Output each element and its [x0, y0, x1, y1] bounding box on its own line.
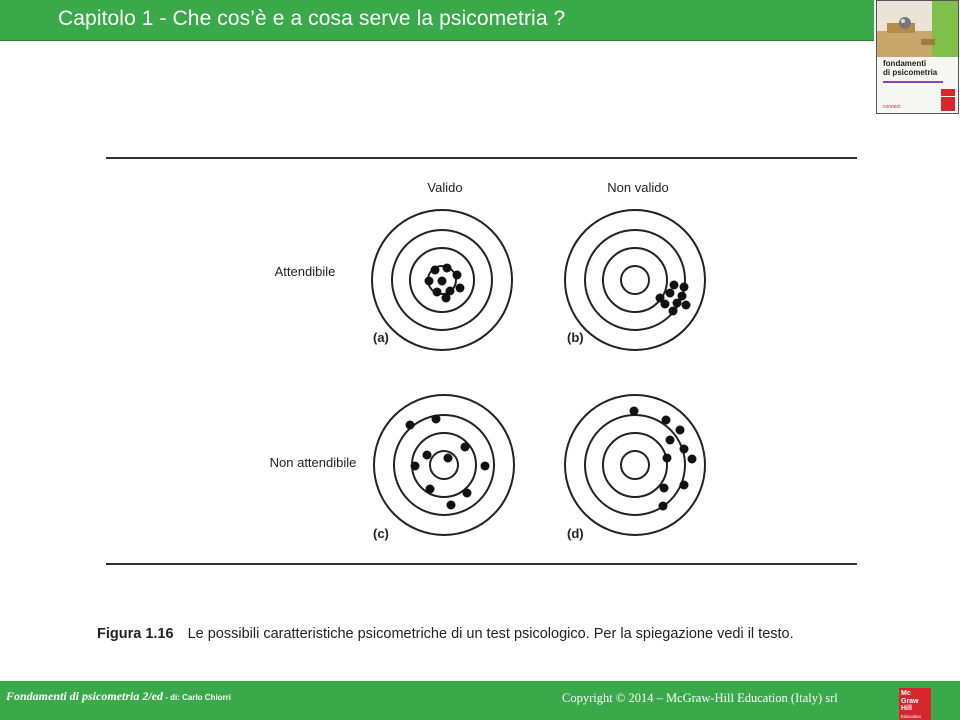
panel-label-b: (b) — [567, 330, 584, 345]
dot — [665, 435, 675, 445]
dot — [480, 461, 490, 471]
cover-publisher-logo — [941, 97, 955, 111]
row-label-attendibile: Attendibile — [275, 264, 336, 279]
center-a — [427, 265, 457, 295]
footer-book-title: Fondamenti di psicometria 2/ed - di: Car… — [6, 689, 231, 704]
book-cover-image: fondamenti di psicometria connect — [876, 0, 959, 114]
dot — [677, 291, 687, 301]
slide-header: Capitolo 1 - Che cos’è e a cosa serve la… — [0, 0, 874, 41]
target-a — [371, 209, 513, 351]
dot — [655, 293, 665, 303]
panel-label-d: (d) — [567, 526, 584, 541]
dots-a — [424, 263, 465, 303]
dot — [430, 265, 440, 275]
dot — [410, 461, 420, 471]
dot — [660, 299, 670, 309]
dots-d — [629, 406, 697, 511]
dot — [679, 444, 689, 454]
publisher-logo: Mc Graw Hill Education — [899, 688, 931, 720]
dot — [662, 453, 672, 463]
dots-b — [655, 280, 691, 316]
dot — [431, 414, 441, 424]
slide-footer: Fondamenti di psicometria 2/ed - di: Car… — [0, 681, 960, 720]
panel-label-a: (a) — [373, 330, 389, 345]
center-b — [620, 265, 650, 295]
dot — [659, 483, 669, 493]
dot — [668, 306, 678, 316]
cover-art-illustration — [877, 1, 958, 57]
target-c — [373, 394, 515, 536]
dot — [460, 442, 470, 452]
cover-accent-bar — [883, 81, 943, 83]
dot — [665, 288, 675, 298]
dot — [629, 406, 639, 416]
dot — [405, 420, 415, 430]
dot — [669, 280, 679, 290]
column-label-valido: Valido — [427, 180, 462, 195]
dot — [661, 415, 671, 425]
dot — [455, 283, 465, 293]
footer-author: - di: Carlo Chiorri — [163, 693, 232, 702]
row-label-non-attendibile: Non attendibile — [270, 455, 357, 470]
cover-title-line1: fondamenti — [883, 59, 927, 68]
logo-line: Hill — [901, 705, 912, 712]
dots-c — [405, 414, 490, 510]
dot — [422, 450, 432, 460]
logo-line: Education — [901, 713, 922, 719]
column-label-non-valido: Non valido — [607, 180, 668, 195]
caption-text: Le possibili caratteristiche psicometric… — [187, 626, 794, 642]
logo-line: Mc — [901, 690, 911, 697]
dot — [687, 454, 697, 464]
cover-logo-top — [941, 89, 955, 96]
dot — [675, 425, 685, 435]
dot — [679, 480, 689, 490]
dot — [442, 263, 452, 273]
dot — [441, 293, 451, 303]
caption-label: Figura 1.16 — [97, 626, 174, 642]
dot — [446, 500, 456, 510]
cover-connect-label: connect — [883, 104, 901, 110]
figure-caption: Figura 1.16 Le possibili caratteristiche … — [97, 626, 794, 642]
dot — [679, 282, 689, 292]
cover-title-line2: di psicometria — [883, 68, 938, 77]
dot — [432, 287, 442, 297]
dot — [462, 488, 472, 498]
dot — [681, 300, 691, 310]
logo-line: Graw — [901, 697, 919, 705]
footer-book-title-main: Fondamenti di psicometria 2/ed — [6, 689, 164, 703]
dot — [672, 298, 682, 308]
dot — [424, 276, 434, 286]
target-b — [564, 209, 706, 351]
dot — [658, 501, 668, 511]
dot — [443, 453, 453, 463]
target-d — [564, 394, 706, 536]
dot — [437, 276, 447, 286]
slide-title: Capitolo 1 - Che cos’è e a cosa serve la… — [58, 7, 566, 30]
cover-title: fondamenti di psicometria — [883, 59, 937, 77]
center-c — [429, 450, 459, 480]
center-d — [620, 450, 650, 480]
panel-label-c: (c) — [373, 526, 389, 541]
footer-copyright: Copyright © 2014 – McGraw-Hill Education… — [562, 691, 838, 705]
dot — [452, 270, 462, 280]
dot — [445, 286, 455, 296]
dot — [425, 484, 435, 494]
